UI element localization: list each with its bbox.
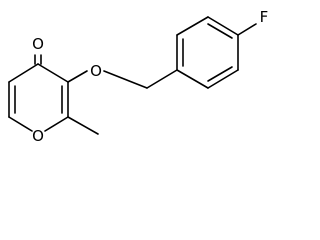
chemical-structure: O O O F bbox=[8, 8, 269, 145]
carbonyl-oxygen-label: O bbox=[32, 35, 44, 53]
bond-oether-ch2 bbox=[103, 70, 148, 89]
pyranone-ring bbox=[8, 63, 69, 132]
benzene-bond-3-double bbox=[207, 23, 233, 39]
bond-ch2-aryl bbox=[146, 69, 178, 89]
ring-oxygen-label: O bbox=[32, 127, 44, 145]
methyl-bond bbox=[67, 116, 99, 135]
bond-o1-c6 bbox=[8, 116, 33, 132]
benzene-ring bbox=[176, 16, 239, 89]
bond-c5-c4 bbox=[8, 63, 39, 83]
benzene-bond-3 bbox=[207, 16, 239, 36]
fluorine-label: F bbox=[260, 8, 269, 26]
bond-c4-c3 bbox=[37, 63, 69, 83]
bond-c3-oether bbox=[67, 70, 88, 83]
benzene-bond-2 bbox=[176, 16, 209, 36]
benzene-bond-5-double bbox=[207, 66, 233, 82]
bond-c2-o1 bbox=[44, 116, 69, 132]
benzene-bond-6 bbox=[176, 69, 209, 89]
ether-linkage bbox=[67, 69, 178, 89]
fluorine-bond bbox=[237, 23, 257, 36]
benzene-bond-5 bbox=[207, 69, 239, 89]
ether-oxygen-label: O bbox=[90, 62, 102, 80]
carbonyl-group bbox=[34, 54, 42, 65]
